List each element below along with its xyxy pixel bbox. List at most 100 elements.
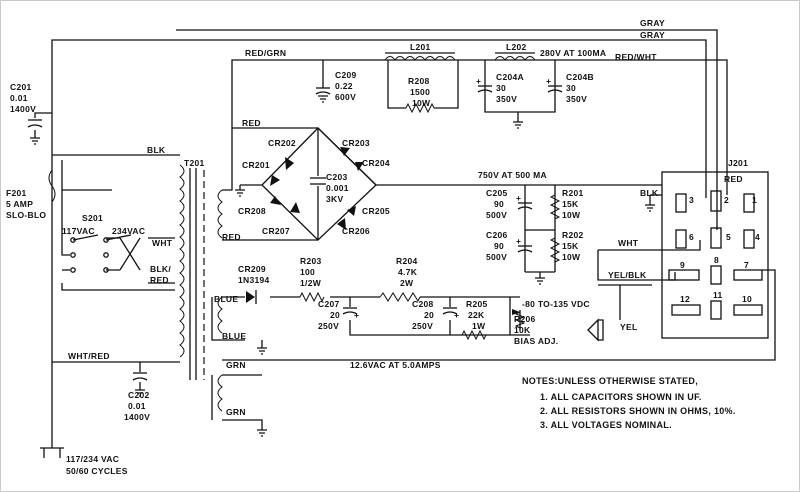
fuse-f201	[48, 169, 56, 203]
filter-components	[27, 52, 563, 381]
label-l202: L202	[506, 42, 527, 52]
pin-label-5: 5	[726, 232, 731, 242]
label-r206-value: 10K	[514, 325, 531, 335]
resistor-r202	[549, 237, 561, 263]
notes-block: NOTES:UNLESS OTHERWISE STATED, 1. ALL CA…	[522, 376, 736, 430]
label-cr209-ref: CR209	[238, 264, 266, 274]
diode-cr202	[285, 157, 294, 170]
pin-label-11: 11	[713, 290, 723, 300]
pin-9	[668, 269, 700, 281]
note-2: 2. ALL RESISTORS SHOWN IN OHMS, 10%.	[540, 406, 736, 416]
label-r208-ref: R208	[408, 76, 430, 86]
diode-cr201	[270, 175, 280, 186]
pin-label-1: 1	[752, 195, 757, 205]
pin-label-4: 4	[755, 232, 760, 242]
note-1: 1. ALL CAPACITORS SHOWN IN UF.	[540, 392, 702, 402]
label-c207-value: 20	[330, 310, 340, 320]
pin-12	[671, 304, 701, 316]
label-r201-watts: 10W	[562, 210, 581, 220]
label-cr207: CR207	[262, 226, 290, 236]
label-r205-value: 22K	[468, 310, 485, 320]
pin-label-12: 12	[680, 294, 690, 304]
label-c204a-ref: C204A	[496, 72, 524, 82]
label-wht-red: WHT/RED	[68, 351, 110, 361]
label-mid-out: 750V AT 500 MA	[478, 170, 547, 180]
label-r202-value: 15K	[562, 241, 579, 251]
label-r205-ref: R205	[466, 299, 488, 309]
pin-label-3: 3	[689, 195, 694, 205]
label-c207-ref: C207	[318, 299, 340, 309]
choke-l202	[494, 56, 536, 61]
label-c201-voltage: 1400V	[10, 104, 36, 114]
notes-heading: NOTES:UNLESS OTHERWISE STATED,	[522, 376, 698, 386]
label-c205-value: 90	[494, 199, 504, 209]
label-cr208: CR208	[238, 206, 266, 216]
transformer-t201	[179, 164, 223, 412]
label-red-bot: RED	[222, 232, 241, 242]
resistor-r208	[405, 102, 435, 114]
label-r201-value: 15K	[562, 199, 579, 209]
label-cr205: CR205	[362, 206, 390, 216]
label-c203-voltage: 3KV	[326, 194, 343, 204]
label-f201-rating: 5 AMP	[6, 199, 33, 209]
label-r208-watts: 10W	[412, 98, 431, 108]
label-yel-blk: YEL/BLK	[608, 270, 647, 280]
label-f201-ref: F201	[6, 188, 27, 198]
label-cr201: CR201	[242, 160, 270, 170]
pin-label-9: 9	[680, 260, 685, 270]
label-c208-ref: C208	[412, 299, 434, 309]
label-r202-ref: R202	[562, 230, 584, 240]
label-c203-value: 0.001	[326, 183, 349, 193]
polarity-c206: +	[516, 236, 521, 246]
label-red-grn: RED/GRN	[245, 48, 286, 58]
polarity-c205: +	[516, 193, 521, 203]
mains-plug	[40, 447, 64, 458]
pin-11	[710, 300, 722, 320]
label-hv-out: 280V AT 100MA	[540, 48, 606, 58]
pin-label-6: 6	[689, 232, 694, 242]
label-r204-watts: 2W	[400, 278, 414, 288]
pin-3	[675, 193, 687, 213]
label-r203-watts: 1/2W	[300, 278, 322, 288]
resistor-r201	[549, 194, 561, 220]
pin-1	[743, 193, 755, 213]
label-c202-voltage: 1400V	[124, 412, 150, 422]
label-cr204: CR204	[362, 158, 390, 168]
diode-cr207	[290, 202, 300, 213]
label-r204-value: 4.7K	[398, 267, 418, 277]
label-c202-ref: C202	[128, 390, 150, 400]
label-filament: 12.6VAC AT 5.0AMPS	[350, 360, 441, 370]
label-117vac: 117VAC	[62, 226, 95, 236]
resistor-r203	[299, 291, 325, 303]
label-cr202: CR202	[268, 138, 296, 148]
label-r206-function: BIAS ADJ.	[514, 336, 558, 346]
polarity-c208: +	[454, 310, 459, 320]
label-c208-value: 20	[424, 310, 434, 320]
pin-6	[675, 229, 687, 249]
label-c202-value: 0.01	[128, 401, 146, 411]
label-c207-voltage: 250V	[318, 321, 339, 331]
label-gray-2: GRAY	[640, 30, 665, 40]
label-grn-2: GRN	[226, 407, 246, 417]
pin-label-8: 8	[714, 255, 719, 265]
label-r203-ref: R203	[300, 256, 322, 266]
polarity-c207: +	[354, 310, 359, 320]
diode-cr208	[270, 196, 281, 205]
label-f201-type: SLO-BLO	[6, 210, 46, 220]
pin-10	[733, 304, 763, 316]
label-c209-voltage: 600V	[335, 92, 356, 102]
label-l201: L201	[410, 42, 431, 52]
label-c204a-value: 30	[496, 83, 506, 93]
label-red-j: RED	[724, 174, 743, 184]
diode-cr204	[355, 162, 364, 171]
pin-2	[710, 190, 722, 212]
speaker-symbol	[587, 318, 604, 342]
label-mains-voltage: 117/234 VAC	[66, 454, 119, 464]
label-blk-red-1: BLK/	[150, 264, 171, 274]
label-c206-voltage: 500V	[486, 252, 507, 262]
diode-cr203	[340, 147, 350, 156]
label-c209-ref: C209	[335, 70, 357, 80]
label-c209-value: 0.22	[335, 81, 353, 91]
label-234vac: 234VAC	[112, 226, 145, 236]
